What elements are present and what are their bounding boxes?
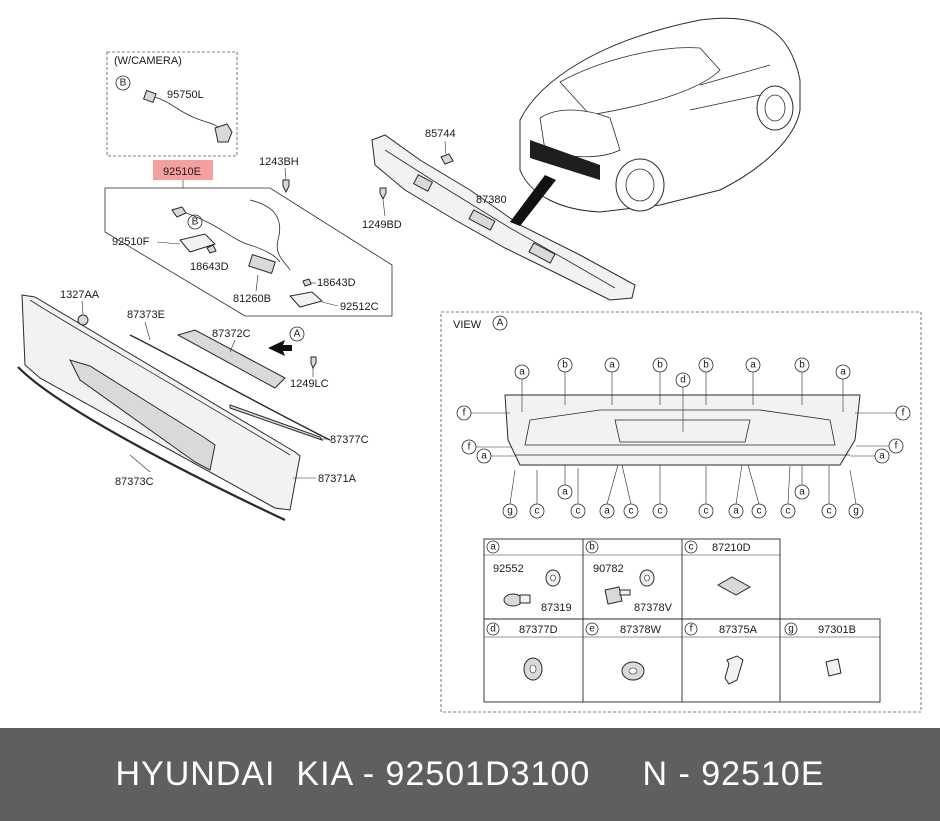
table-c-part-1: 87210D [712, 542, 751, 554]
view-right-marker: f [895, 441, 898, 452]
label-85744: 85744 [425, 128, 456, 140]
table-a-part-1: 92552 [493, 563, 524, 575]
handle-87372C [176, 329, 286, 389]
view-bottom-marker: c [658, 506, 663, 517]
view-bottom-marker: c [535, 506, 540, 517]
lamp-assembly-box: B 92510F 18643D 81260B 18643D 92512C [104, 187, 393, 317]
marker-b-camera: B [120, 78, 127, 89]
view-marker: A [497, 318, 504, 329]
view-right-marker: f [902, 408, 905, 419]
screw-1243BH [282, 179, 290, 194]
view-bottom-marker: g [853, 506, 859, 517]
lamp-92510F [179, 233, 216, 253]
footer-part-numbers: HYUNDAI KIA - 92501D3100 N - 92510E [115, 755, 825, 793]
camera-option-box: (W/CAMERA) B 95750L [106, 51, 238, 157]
screw-1249BD [379, 187, 387, 201]
label-95750L: 95750L [167, 89, 204, 101]
seal-87373E [129, 334, 331, 441]
view-bottom-marker: a [604, 506, 610, 517]
table-e-part-1: 87378W [620, 624, 662, 636]
label-1243BH: 1243BH [259, 156, 299, 168]
table-b-part-1: 90782 [593, 563, 624, 575]
label-87372C: 87372C [212, 328, 251, 340]
table-f-part-1: 87375A [719, 624, 758, 636]
view-bottom-marker: g [507, 506, 513, 517]
table-key-d: d [490, 624, 496, 635]
view-bottom-marker: c [786, 506, 791, 517]
label-18643D-a: 18643D [190, 261, 229, 273]
view-a-panel: VIEW A a b a b b a b a d f f a f f a a [440, 311, 922, 713]
view-top-marker: a [750, 360, 756, 371]
view-arrow-icon [268, 340, 292, 356]
view-top-marker: a [840, 367, 846, 378]
label-87377C: 87377C [330, 434, 369, 446]
view-bottom-marker: c [629, 506, 634, 517]
label-1249LC: 1249LC [290, 378, 329, 390]
table-key-f: f [690, 624, 693, 635]
table-key-c: c [689, 542, 694, 553]
view-bottom-row-markers: g c c a c c c a c c c g [502, 464, 864, 519]
table-key-b: b [589, 542, 595, 553]
bracket-87380 [371, 134, 636, 301]
vehicle-rear-view [510, 17, 801, 226]
view-top-marker: a [519, 367, 525, 378]
view-bottom-marker: a [733, 506, 739, 517]
view-mid-marker: a [562, 487, 568, 498]
table-key-g: g [788, 624, 794, 635]
view-top-marker: a [609, 360, 615, 371]
view-bottom-marker: c [757, 506, 762, 517]
marker-b-assembly: B [192, 217, 199, 228]
garnish-87371A [17, 294, 301, 521]
label-87380: 87380 [476, 194, 507, 206]
label-1249BD: 1249BD [362, 219, 402, 231]
marker-a-garnish: A [294, 329, 301, 340]
table-d-part-1: 87377D [519, 624, 558, 636]
screw-1249LC [310, 356, 317, 370]
view-left-marker: f [463, 408, 466, 419]
lamp-92512C [289, 291, 324, 308]
exploded-parts-diagram: (W/CAMERA) B 95750L 92510E B 92510F 1864… [17, 17, 922, 713]
view-top-marker: b [562, 360, 568, 371]
view-bottom-marker: c [704, 506, 709, 517]
table-b-part-2: 87378V [634, 602, 673, 614]
strip-87377C [229, 404, 324, 441]
table-key-a: a [490, 542, 496, 553]
nut-1327AA [77, 314, 89, 326]
label-81260B: 81260B [233, 293, 271, 305]
label-87373C: 87373C [115, 476, 154, 488]
switch-81260B [248, 253, 276, 275]
view-mid-marker: a [799, 487, 805, 498]
view-top-marker: b [657, 360, 663, 371]
view-bottom-marker: c [827, 506, 832, 517]
view-left-marker: f [468, 442, 471, 453]
footer-banner: HYUNDAI KIA - 92501D3100 N - 92510E [0, 728, 940, 821]
table-g-part-1: 97301B [818, 624, 856, 636]
view-top-marker: b [703, 360, 709, 371]
label-92510F: 92510F [112, 236, 150, 248]
view-right-marker: a [879, 451, 885, 462]
parts-legend-table: a 92552 87319 b 90782 87378V c 87210D d … [483, 538, 881, 703]
camera-unit [214, 123, 233, 143]
view-top-row-markers: a b a b b a b a [514, 357, 851, 412]
label-87371A: 87371A [318, 473, 357, 485]
view-left-marker: a [481, 451, 487, 462]
table-a-part-2: 87319 [541, 602, 572, 614]
label-87373E: 87373E [127, 309, 165, 321]
view-top-marker: b [799, 360, 805, 371]
table-key-e: e [589, 624, 595, 635]
highlight-92510E-bg [153, 160, 213, 180]
label-92512C: 92512C [340, 301, 379, 313]
camera-box-title: (W/CAMERA) [114, 55, 182, 67]
view-mid-row-markers: a a [557, 465, 810, 500]
label-1327AA: 1327AA [60, 289, 100, 301]
clip-85744 [440, 153, 454, 165]
view-title: VIEW [453, 319, 482, 331]
label-92510E: 92510E [163, 166, 201, 178]
label-18643D-b: 18643D [317, 277, 356, 289]
view-bottom-marker: c [576, 506, 581, 517]
view-d-marker: d [680, 375, 686, 386]
